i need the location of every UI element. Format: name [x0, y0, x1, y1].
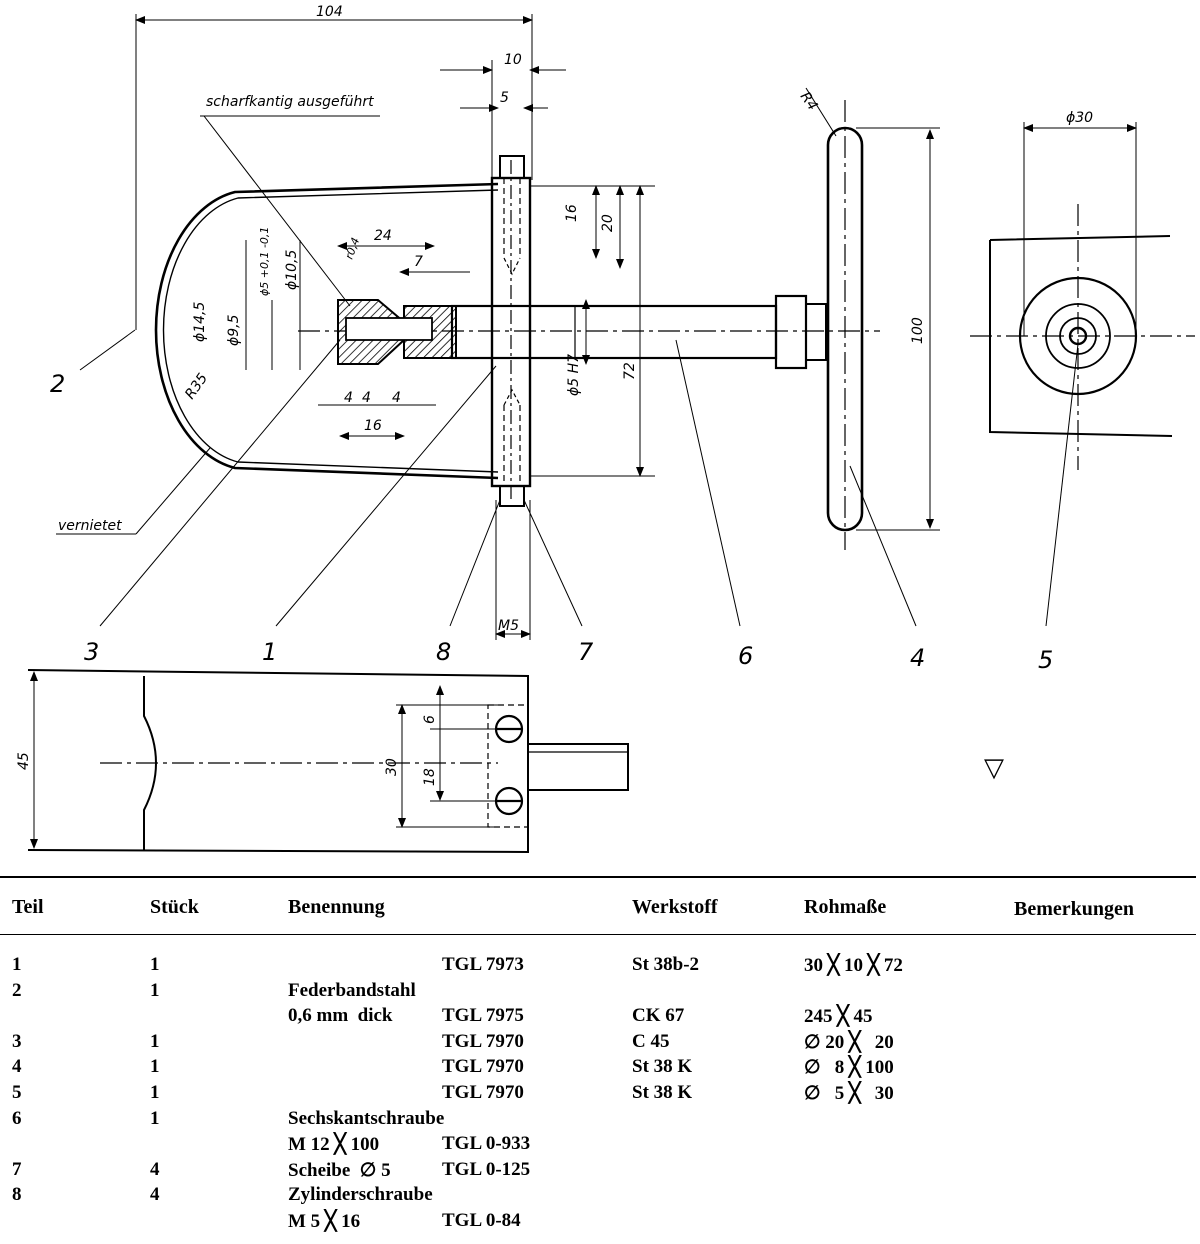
hex-bolt-shank — [450, 304, 778, 360]
cell-teil: 3 — [12, 1030, 22, 1052]
technical-drawing: 104 10 5 24 7 16 20 72 100 ϕ30 R4 R35 ϕ5… — [16, 4, 1195, 854]
cell-norm: TGL 7975 — [442, 1005, 524, 1027]
dim-10: 10 — [504, 52, 522, 68]
cell-rohmasse: 30 ╳ 10 ╳ 72 — [804, 955, 903, 976]
cell-stueck: 4 — [150, 1158, 160, 1180]
bottom-view-body — [27, 669, 529, 854]
part-label-3: 3 — [84, 638, 99, 666]
cell-teil: 8 — [12, 1184, 22, 1206]
part-label-7: 7 — [578, 638, 594, 666]
dim-16-lower: 16 — [364, 418, 382, 434]
cell-teil: 5 — [12, 1082, 22, 1103]
cell-teil: 4 — [12, 1056, 22, 1078]
dim-104: 104 — [316, 4, 343, 20]
cell-rohmasse: ∅ 20 ╳ 20 — [804, 1031, 894, 1053]
dim-4a: 4 — [344, 390, 353, 406]
dim-24: 24 — [374, 228, 392, 244]
lower-screw-head — [499, 485, 525, 507]
cell-benennung: Zylinderschraube — [288, 1184, 433, 1206]
dim-phi10-5: ϕ10,5 — [284, 250, 300, 291]
dim-30: 30 — [384, 758, 400, 776]
part-label-2: 2 — [50, 370, 65, 398]
part-label-6: 6 — [738, 642, 753, 670]
cell-werkstoff: St 38 K — [632, 1056, 693, 1078]
cell-teil: 6 — [12, 1107, 22, 1129]
cell-werkstoff: CK 67 — [632, 1005, 685, 1027]
part-label-4: 4 — [910, 644, 925, 672]
cell-werkstoff: C 45 — [632, 1030, 670, 1052]
cell-norm: TGL 7973 — [442, 954, 524, 975]
hex-nut — [774, 294, 808, 370]
cell-stueck: 4 — [150, 1184, 160, 1206]
cell-stueck: 1 — [150, 979, 160, 1001]
spring-band-outer — [154, 182, 499, 480]
cell-stueck: 1 — [150, 1082, 160, 1103]
cell-stueck: 1 — [150, 954, 160, 975]
cell-norm: TGL 0-84 — [442, 1210, 521, 1231]
cell-stueck: 1 — [150, 1056, 160, 1078]
cell-norm: TGL 7970 — [442, 1030, 524, 1052]
dim-phi9-5: ϕ9,5 — [226, 314, 242, 346]
dim-72: 72 — [622, 362, 638, 380]
cell-benennung: 0,6 mm dick — [288, 1005, 393, 1027]
dim-7: 7 — [414, 254, 423, 270]
cell-teil: 2 — [12, 979, 22, 1001]
header-rohmasse: Rohmaße — [804, 896, 887, 918]
dim-4c: 4 — [392, 390, 401, 406]
dim-45: 45 — [16, 752, 32, 770]
part-label-8: 8 — [436, 638, 451, 666]
cell-teil: 1 — [12, 954, 22, 975]
table-top-rule — [0, 876, 1196, 878]
cell-benennung: M 5 ╳ 16 — [288, 1211, 361, 1232]
header-benennung: Benennung — [288, 896, 385, 918]
dim-6: 6 — [422, 715, 438, 724]
cell-benennung: Scheibe ∅ 5 — [288, 1159, 391, 1181]
dim-phi14-5: ϕ14,5 — [192, 302, 208, 343]
cell-benennung: M 12 ╳ 100 — [288, 1134, 380, 1156]
cell-rohmasse: ∅ 5 ╳ 30 — [804, 1083, 894, 1104]
cell-benennung: Sechskantschraube — [288, 1107, 445, 1129]
part-label-5: 5 — [1038, 646, 1053, 674]
header-bemerkungen: Bemerkungen — [1014, 898, 1134, 920]
dim-r0-4: r0,4 — [343, 236, 363, 261]
cell-rohmasse: 245 ╳ 45 — [804, 1006, 873, 1028]
cell-rohmasse: ∅ 8 ╳ 100 — [804, 1057, 894, 1079]
cell-teil: 7 — [12, 1158, 22, 1180]
cell-werkstoff: St 38b-2 — [632, 954, 700, 975]
cell-benennung: Federbandstahl — [288, 979, 416, 1001]
end-view-block — [989, 235, 1173, 437]
note-riveted: vernietet — [58, 518, 122, 534]
dim-5: 5 — [500, 90, 509, 106]
surface-finish-symbol: ▽ — [984, 753, 1004, 783]
dim-4b: 4 — [362, 390, 371, 406]
dim-phi5-h7: ϕ5 H7 — [566, 354, 582, 396]
dim-16-upper: 16 — [564, 204, 580, 222]
dim-m5: M5 — [498, 618, 519, 634]
parts-list-table: Teil Stück Benennung Werkstoff Rohmaße B… — [0, 872, 1200, 1244]
dim-r35: R35 — [182, 370, 211, 402]
header-teil: Teil — [12, 896, 44, 918]
header-werkstoff: Werkstoff — [632, 896, 718, 918]
cell-stueck: 1 — [150, 1030, 160, 1052]
cell-werkstoff: St 38 K — [632, 1082, 693, 1103]
cell-norm: TGL 0-125 — [442, 1158, 531, 1180]
cell-norm: TGL 0-933 — [442, 1133, 531, 1155]
part-label-1: 1 — [262, 638, 277, 666]
upper-screw-head — [499, 155, 525, 179]
header-stueck: Stück — [150, 896, 199, 918]
table-header-rule — [0, 934, 1196, 935]
cell-norm: TGL 7970 — [442, 1056, 524, 1078]
dim-20: 20 — [600, 214, 616, 232]
spring-band-inner — [162, 189, 499, 473]
dim-phi30: ϕ30 — [1066, 110, 1093, 126]
dim-phi5-tol: ϕ5 +0,1 -0,1 — [258, 227, 271, 296]
dim-18: 18 — [422, 768, 438, 786]
cell-stueck: 1 — [150, 1107, 160, 1129]
note-sharp-edged: scharfkantig ausgeführt — [206, 94, 374, 110]
dim-r4: R4 — [797, 89, 821, 113]
dim-100: 100 — [910, 317, 926, 344]
cell-norm: TGL 7970 — [442, 1082, 524, 1103]
